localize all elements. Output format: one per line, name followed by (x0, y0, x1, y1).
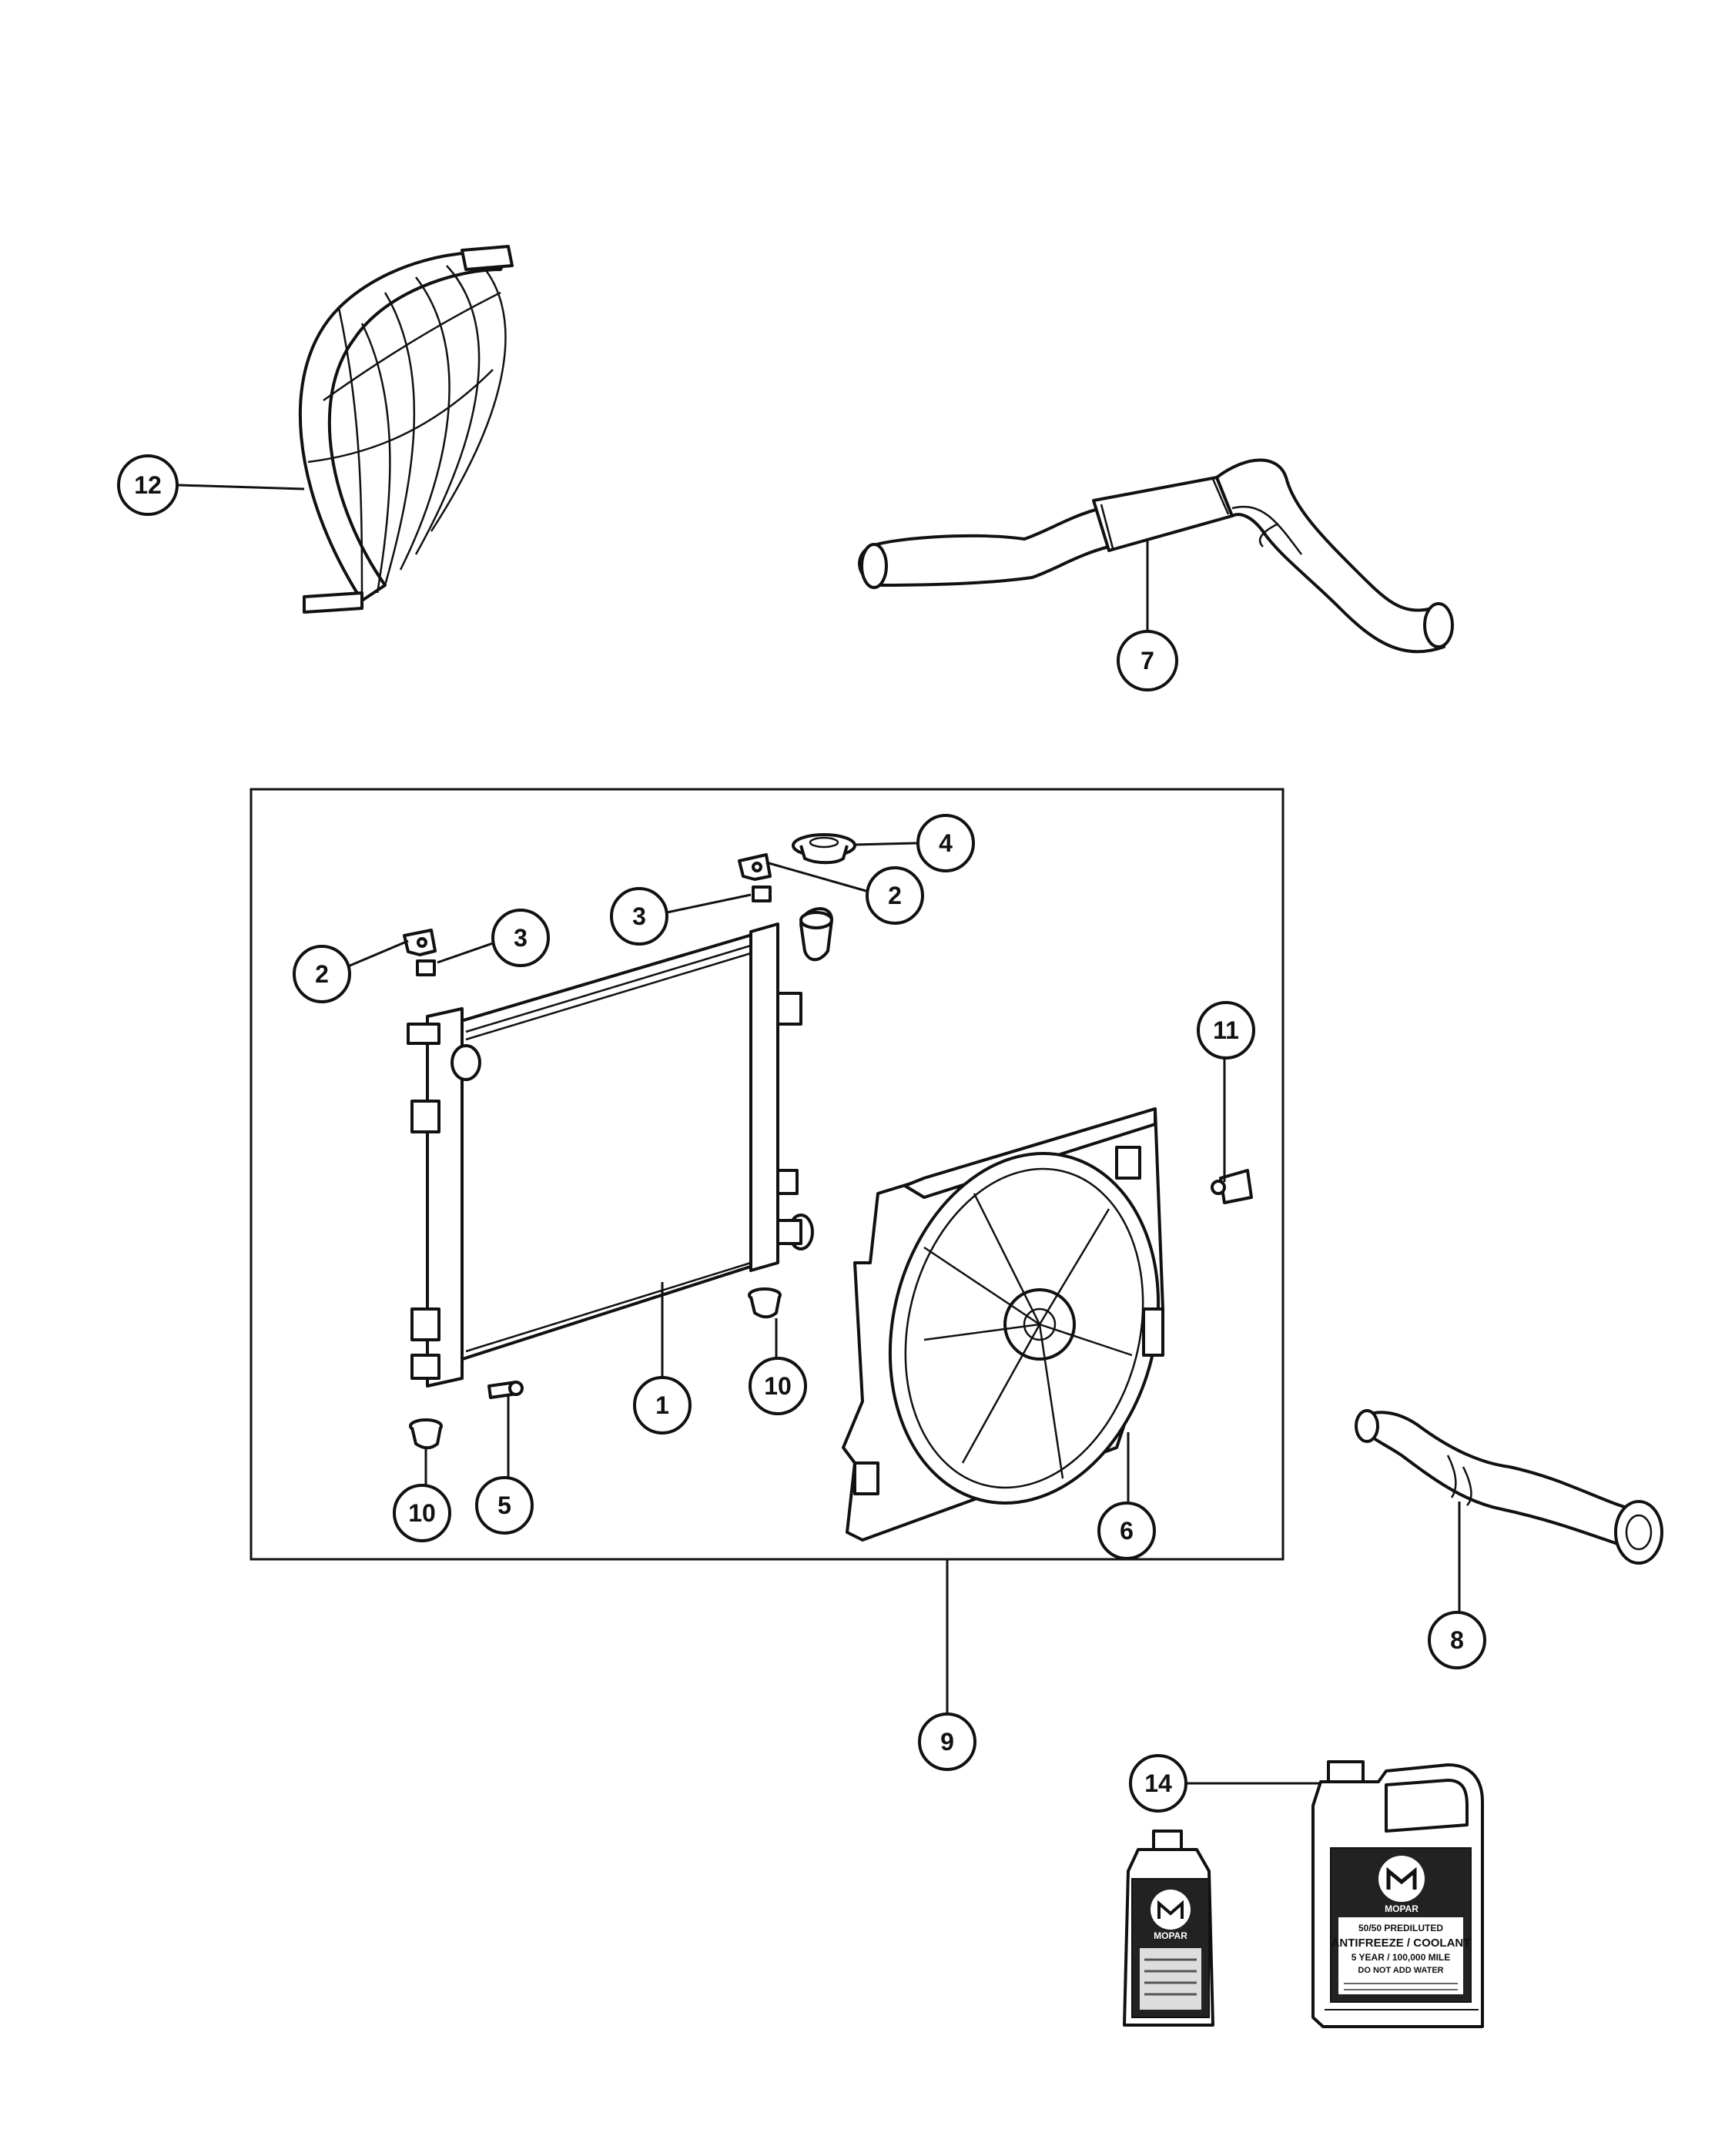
callout-2-left-label: 2 (315, 960, 329, 988)
leader-2-right (765, 861, 869, 893)
coolant-bottle-part: MOPAR (1123, 1830, 1214, 2027)
leader-4 (854, 842, 917, 846)
callout-2-left: 2 (293, 945, 351, 1003)
jug-line3-text: 5 YEAR / 100,000 MILE (1352, 1952, 1451, 1963)
callout-4-label: 4 (939, 829, 953, 857)
insulator-left-part (416, 959, 436, 976)
fan-module-part (842, 1107, 1164, 1542)
callout-3-right: 3 (610, 887, 668, 946)
callout-10-right: 10 (749, 1357, 807, 1415)
callout-6-label: 6 (1120, 1517, 1134, 1545)
leader-12 (178, 484, 305, 490)
jug-line1-text: 50/50 PREDILUTED (1358, 1923, 1443, 1933)
callout-11: 11 (1197, 1001, 1255, 1060)
callout-2-right-label: 2 (888, 882, 902, 909)
callout-3-left-label: 3 (514, 924, 528, 952)
callout-9-label: 9 (940, 1728, 954, 1756)
upper-hose-part (858, 458, 1454, 654)
jug-line2-text: ANTIFREEZE / COOLANT (1331, 1937, 1471, 1950)
fan-shroud-part (298, 245, 514, 614)
coolant-jug-part: MOPAR 50/50 PREDILUTED ANTIFREEZE / COOL… (1311, 1760, 1484, 2028)
isolator-left-part (409, 1418, 443, 1450)
jug-brand-text: MOPAR (1385, 1903, 1419, 1914)
callout-12-label: 12 (134, 471, 162, 499)
callout-3-right-label: 3 (632, 902, 646, 930)
lower-hose-part (1355, 1409, 1663, 1565)
callout-11-label: 11 (1213, 1016, 1239, 1044)
callout-8-label: 8 (1450, 1626, 1464, 1654)
callout-10-left: 10 (393, 1484, 451, 1542)
leader-3-right (666, 893, 752, 914)
isolator-right-part (748, 1287, 782, 1319)
callout-9: 9 (918, 1712, 976, 1771)
callout-7: 7 (1117, 630, 1178, 691)
callout-14-label: 14 (1144, 1769, 1172, 1797)
callout-12: 12 (117, 454, 179, 516)
callout-6: 6 (1097, 1502, 1156, 1560)
jug-line4-text: DO NOT ADD WATER (1358, 1966, 1443, 1975)
leader-2-left (347, 939, 409, 968)
callout-1: 1 (633, 1376, 692, 1435)
callout-14: 14 (1129, 1754, 1187, 1813)
radiator-part (407, 907, 833, 1388)
drain-cock-part (487, 1381, 524, 1399)
bottle-brand-text: MOPAR (1154, 1930, 1187, 1941)
insulator-right-part (752, 886, 772, 902)
callout-3-left: 3 (491, 909, 550, 967)
callout-1-label: 1 (655, 1391, 669, 1419)
radiator-assembly-frame (250, 788, 1285, 1561)
bracket-left-part (403, 929, 437, 956)
callout-2-right: 2 (866, 866, 924, 925)
callout-5-label: 5 (497, 1491, 511, 1519)
callout-10-left-label: 10 (408, 1499, 436, 1527)
radiator-cap-part (792, 833, 856, 865)
callout-7-label: 7 (1141, 647, 1154, 675)
leader-3-left (437, 942, 494, 964)
fan-connector-part (1211, 1169, 1253, 1204)
bracket-right-part (738, 853, 772, 881)
callout-10-right-label: 10 (764, 1372, 792, 1400)
callout-5: 5 (475, 1476, 534, 1535)
callout-4: 4 (916, 814, 975, 872)
callout-8: 8 (1428, 1611, 1486, 1669)
